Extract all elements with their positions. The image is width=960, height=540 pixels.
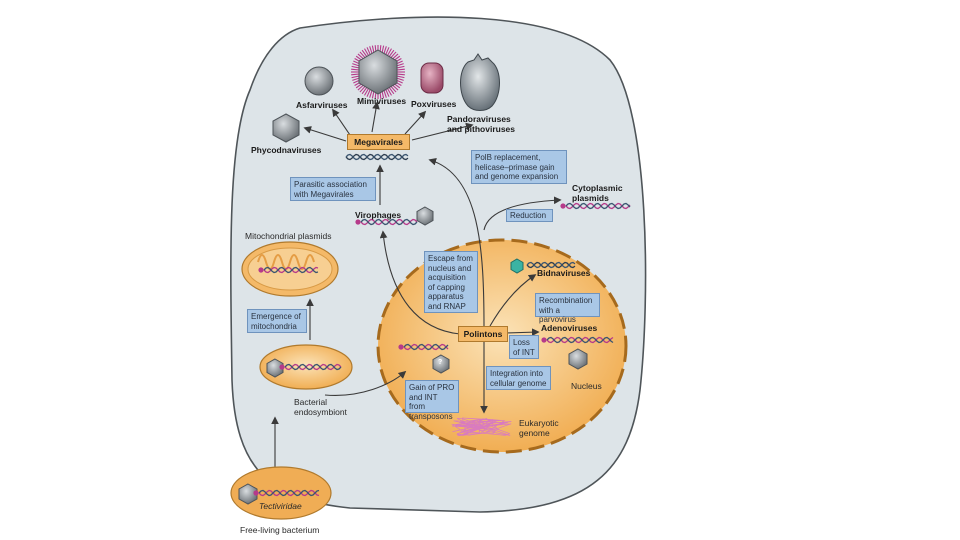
eukaryotic-genome-label: Eukaryotic genome [519,418,559,438]
arrow-megavirales-to-phycodna [303,126,347,142]
endosymbiont-genome-helix [279,363,342,371]
reduction-box: Reduction [506,209,553,222]
arrow-megavirales-to-mimi [371,101,380,133]
bidnavirus-genome-helix [526,261,576,269]
mitochondrion [241,241,339,297]
poxvirus-icon [420,62,444,94]
emergence-mito-box: Emergence of mitochondria [247,309,307,333]
bidnavirus-capsid-icon [510,258,524,274]
arrow-polintons-to-adeno [504,328,540,337]
parasitic-association-box: Parasitic association with Megavirales [290,177,376,201]
bacterial-endosymbiont-label: Bacterial endosymbiont [294,397,347,417]
gain-pro-int-box: Gain of PRO and INT from transposons [405,380,459,421]
arrow-megavirales-to-pox [404,110,427,135]
arrow-polintons-to-megavirales [428,158,485,329]
arrow-polintons-to-bidna [489,274,537,327]
pandoravirus-icon [460,53,500,111]
adenovirus-genome-helix [541,336,614,344]
arrow-endosymbiont-to-nucleus [324,370,407,396]
free-living-bacterium-label: Free-living bacterium [240,525,320,535]
polb-replacement-box: PolB replacement, helicase–primase gain … [471,150,567,184]
virophages-label: Virophages [355,210,402,220]
adenovirus-capsid-icon [568,348,588,370]
cytoplasmic-plasmids-label: Cytoplasmic plasmids [572,183,623,203]
mimiviruses-label: Mimiviruses [357,96,407,106]
tectiviridae-label: Tectiviridae [259,501,302,511]
virophage-capsid-icon [416,206,434,226]
phycodnavirus-icon [272,113,300,143]
asfarvirus-icon [304,66,334,96]
arrow-to-cytoplasmic-plasmids [483,196,562,231]
nucleus-label: Nucleus [571,381,602,391]
arrow-polintons-to-virophages [379,230,461,335]
virophage-genome-helix [355,218,418,226]
polinton-genome-helix [398,343,449,351]
polintons-hub: Polintons [458,326,508,342]
recombination-box: Recombination with a parvovirus [535,293,600,324]
poxviruses-label: Poxviruses [411,99,457,109]
pandoraviruses-label: Pandoraviruses and pithoviruses [447,114,516,134]
integration-box: Integration into cellular genome [486,366,551,390]
question-mark-label: ? [438,359,443,366]
asfarviruses-label: Asfarviruses [296,100,348,110]
mitochondrial-plasmid-helix [258,266,319,274]
free-living-bacterium [230,466,332,520]
megavirales-hub: Megavirales [347,134,410,150]
eukaryotic-genome [451,417,512,437]
arrow-megavirales-to-asfar [332,108,351,136]
bidnaviruses-label: Bidnaviruses [537,268,591,278]
loss-int-box: Loss of INT [509,335,539,359]
phycodnaviruses-label: Phycodnaviruses [251,145,322,155]
mimivirus-icon [351,45,405,99]
megavirales-genome-helix [345,153,409,161]
arrow-megavirales-to-pandora [411,122,474,141]
polinton-capsid-icon [432,354,450,374]
mitochondrial-plasmids-label: Mitochondrial plasmids [245,231,332,241]
escape-nucleus-box: Escape from nucleus and acquisition of c… [424,251,478,313]
tectiviridae-genome-helix [253,489,320,497]
adenoviruses-label: Adenoviruses [541,323,598,333]
cytoplasmic-plasmid-helix [560,202,631,210]
